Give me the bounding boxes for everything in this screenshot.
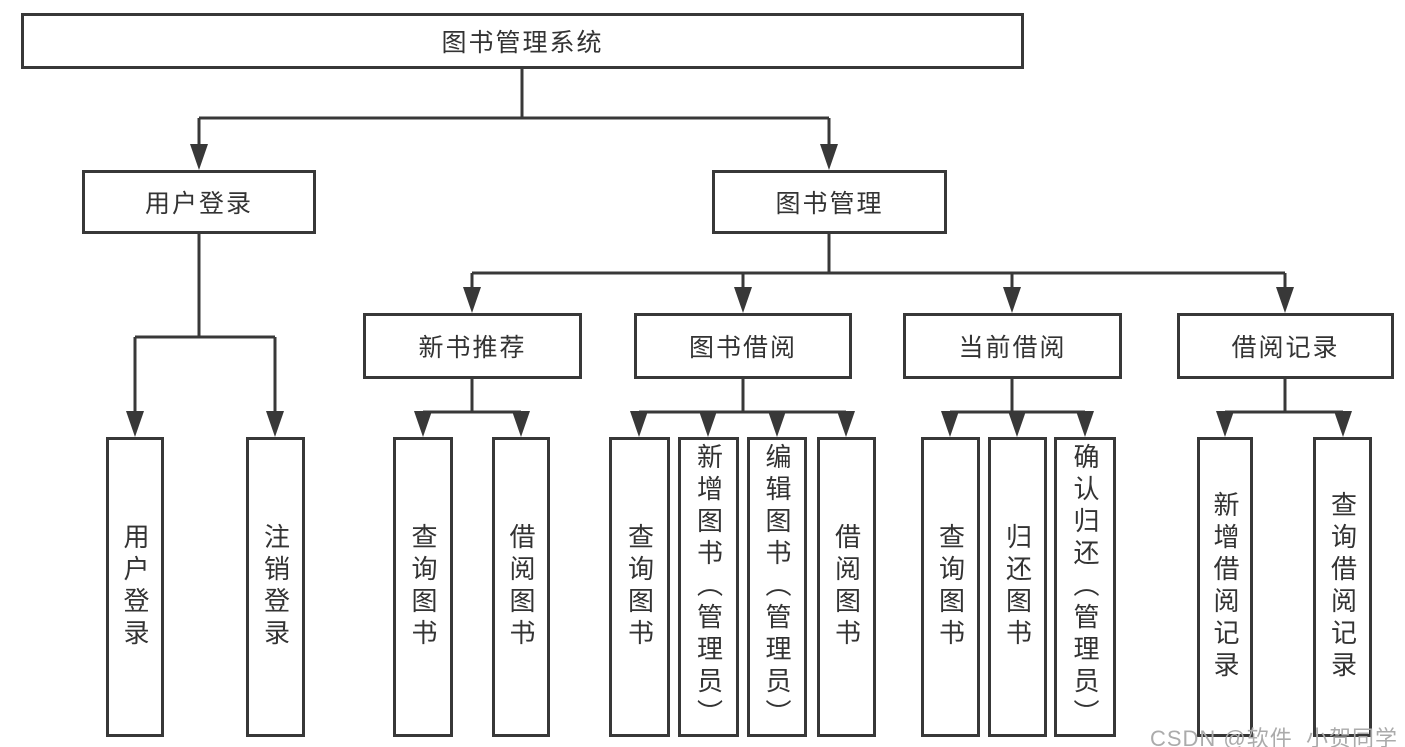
- leaf-query-borrow-record: 查询借阅记录: [1313, 437, 1372, 737]
- leaf-add-book-admin: 新增图书（管理员）: [678, 437, 739, 737]
- arrowhead: [699, 411, 717, 437]
- node-label: 用户登录: [120, 523, 150, 651]
- leaf-query-books-borrow: 查询图书: [609, 437, 670, 737]
- connector-user-login-subtree: [133, 233, 277, 414]
- arrowhead: [512, 411, 530, 437]
- arrowhead: [266, 411, 284, 437]
- connector-book-borrow-subtree: [637, 379, 848, 415]
- arrowhead: [837, 411, 855, 437]
- node-label: 图书借阅: [688, 334, 797, 362]
- leaf-borrow-books-recommend: 借阅图书: [492, 437, 550, 737]
- node-book-management: 图书管理: [712, 170, 947, 234]
- node-current-borrow: 当前借阅: [903, 313, 1122, 379]
- node-label: 当前借阅: [958, 334, 1067, 362]
- arrowhead: [190, 144, 208, 170]
- arrowhead: [1076, 411, 1094, 437]
- leaf-logout: 注销登录: [246, 437, 305, 737]
- connector-root-to-level1: [197, 69, 831, 147]
- node-book-borrow: 图书借阅: [634, 313, 852, 379]
- arrowhead: [820, 144, 838, 170]
- node-label: 用户登录: [144, 190, 253, 218]
- node-label: 查询图书: [624, 523, 655, 651]
- node-label: 确认归还（管理员）: [1070, 443, 1100, 731]
- arrowhead: [941, 411, 959, 437]
- node-label: 新增借阅记录: [1210, 491, 1240, 683]
- leaf-edit-book-admin: 编辑图书（管理员）: [747, 437, 807, 737]
- node-label: 借阅图书: [831, 523, 862, 651]
- node-library-management-system: 图书管理系统: [21, 13, 1024, 69]
- arrowhead: [734, 287, 752, 313]
- arrowhead: [1276, 287, 1294, 313]
- arrowhead: [1334, 411, 1352, 437]
- connector-current-borrow-subtree: [948, 378, 1087, 415]
- leaf-borrow-books: 借阅图书: [817, 437, 876, 737]
- leaf-add-borrow-record: 新增借阅记录: [1197, 437, 1253, 737]
- leaf-return-book: 归还图书: [988, 437, 1047, 737]
- leaf-query-books-current: 查询图书: [921, 437, 980, 737]
- node-label: 图书管理: [775, 190, 884, 218]
- leaf-query-books-recommend: 查询图书: [393, 437, 453, 737]
- connector-new-book-subtree: [421, 379, 523, 415]
- node-label: 图书管理系统: [441, 29, 604, 57]
- node-label: 借阅记录: [1231, 334, 1340, 362]
- node-label: 查询图书: [935, 523, 966, 651]
- arrowhead: [126, 411, 144, 437]
- watermark: CSDN @软件_小贺同学: [1149, 726, 1398, 747]
- leaf-confirm-return-admin: 确认归还（管理员）: [1054, 437, 1116, 737]
- arrowhead: [1216, 411, 1234, 437]
- arrowhead: [414, 411, 432, 437]
- arrowhead: [1008, 411, 1026, 437]
- node-label: 编辑图书（管理员）: [762, 443, 792, 731]
- node-label: 注销登录: [260, 523, 291, 651]
- node-label: 借阅图书: [506, 523, 536, 651]
- node-borrow-records: 借阅记录: [1177, 313, 1394, 379]
- arrowhead: [463, 287, 481, 313]
- arrowheads: [126, 144, 1352, 437]
- arrowhead: [630, 411, 648, 437]
- node-label: 新增图书（管理员）: [693, 443, 724, 731]
- node-user-login: 用户登录: [82, 170, 316, 234]
- arrowhead: [768, 411, 786, 437]
- connector-borrow-records-subtree: [1223, 379, 1345, 415]
- leaf-user-login: 用户登录: [106, 437, 164, 737]
- arrowhead: [1003, 287, 1021, 313]
- node-label: 查询图书: [408, 523, 438, 651]
- node-label: 归还图书: [1002, 523, 1033, 651]
- node-new-book-recommend: 新书推荐: [363, 313, 582, 379]
- connector-book-management-to-level2: [470, 234, 1287, 290]
- node-label: 新书推荐: [418, 334, 527, 362]
- node-label: 查询借阅记录: [1327, 491, 1358, 683]
